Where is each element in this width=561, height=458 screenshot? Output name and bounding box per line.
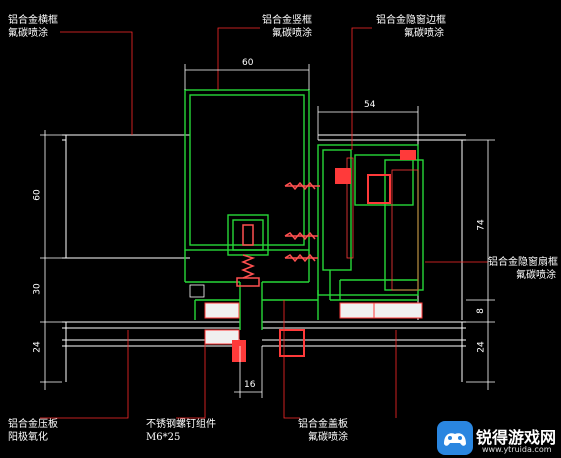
gasket-sash: [335, 150, 416, 204]
left-upper-glass: [62, 134, 190, 259]
dim-right-lower: 24: [476, 341, 487, 353]
label-screw-set-line2: M6*25: [146, 432, 181, 443]
dimension-lines: [40, 64, 495, 398]
label-transom-line1: 铝合金横框: [8, 15, 58, 26]
label-mullion-line1: 铝合金竖框: [262, 15, 312, 26]
label-hidden-sash-edge: 铝合金隐窗边框 氟碳喷涂: [376, 14, 446, 40]
hidden-sash-frame: [317, 144, 424, 301]
label-screw-set: 不锈钢螺钉组件 M6*25: [146, 418, 216, 444]
screw-lower: [284, 253, 318, 263]
aluminum-mullion: [184, 89, 319, 330]
bolt-vertical: [236, 224, 260, 287]
label-pressure-plate: 铝合金压板 阳极氧化: [8, 418, 58, 444]
label-pressure-plate-line1: 铝合金压板: [8, 419, 58, 430]
label-cover-plate: 铝合金盖板 氟碳喷涂: [298, 418, 348, 444]
gasket-lower-left: [204, 302, 246, 362]
label-transom: 铝合金横框 氟碳喷涂: [8, 14, 58, 40]
watermark-gamepad-icon: [437, 421, 473, 455]
dim-right-mid: 8: [475, 308, 486, 314]
leader-lines: [40, 27, 488, 419]
label-pressure-plate-line2: 阳极氧化: [8, 432, 48, 443]
screw-upper: [284, 181, 320, 191]
label-mullion: 铝合金竖框 氟碳喷涂: [262, 14, 312, 40]
label-hidden-sash-edge-line2: 氟碳喷涂: [404, 28, 444, 39]
watermark-url: www.ytruida.com: [482, 445, 552, 454]
dim-right-upper: 74: [476, 219, 487, 231]
dim-sash-offset: 54: [364, 100, 376, 110]
label-transom-line2: 氟碳喷涂: [8, 28, 48, 39]
label-cover-plate-line2: 氟碳喷涂: [308, 432, 348, 443]
dim-left-lower: 24: [32, 341, 43, 353]
watermark-title: 锐得游戏网: [476, 428, 557, 447]
watermark-logo: 锐得游戏网 www.ytruida.com: [436, 418, 561, 458]
dim-mullion-width: 60: [242, 58, 254, 68]
insulation-strips: [189, 157, 419, 298]
label-screw-set-line1: 不锈钢螺钉组件: [146, 419, 216, 430]
label-cover-plate-line1: 铝合金盖板: [298, 419, 348, 430]
dim-bottom-gap: 16: [244, 380, 256, 390]
dim-left-mid: 30: [32, 283, 43, 295]
gasket-lower-right: [279, 302, 423, 357]
screw-middle: [284, 231, 318, 241]
label-hidden-sash-edge-line1: 铝合金隐窗边框: [376, 15, 446, 26]
dim-left-upper: 60: [32, 189, 43, 201]
label-hidden-sash-frame-line1: 铝合金隐窗扇框: [488, 257, 558, 268]
label-hidden-sash-frame-line2: 氟碳喷涂: [516, 270, 556, 281]
label-mullion-line2: 氟碳喷涂: [272, 28, 312, 39]
label-hidden-sash-frame: 铝合金隐窗扇框 氟碳喷涂: [488, 256, 558, 282]
